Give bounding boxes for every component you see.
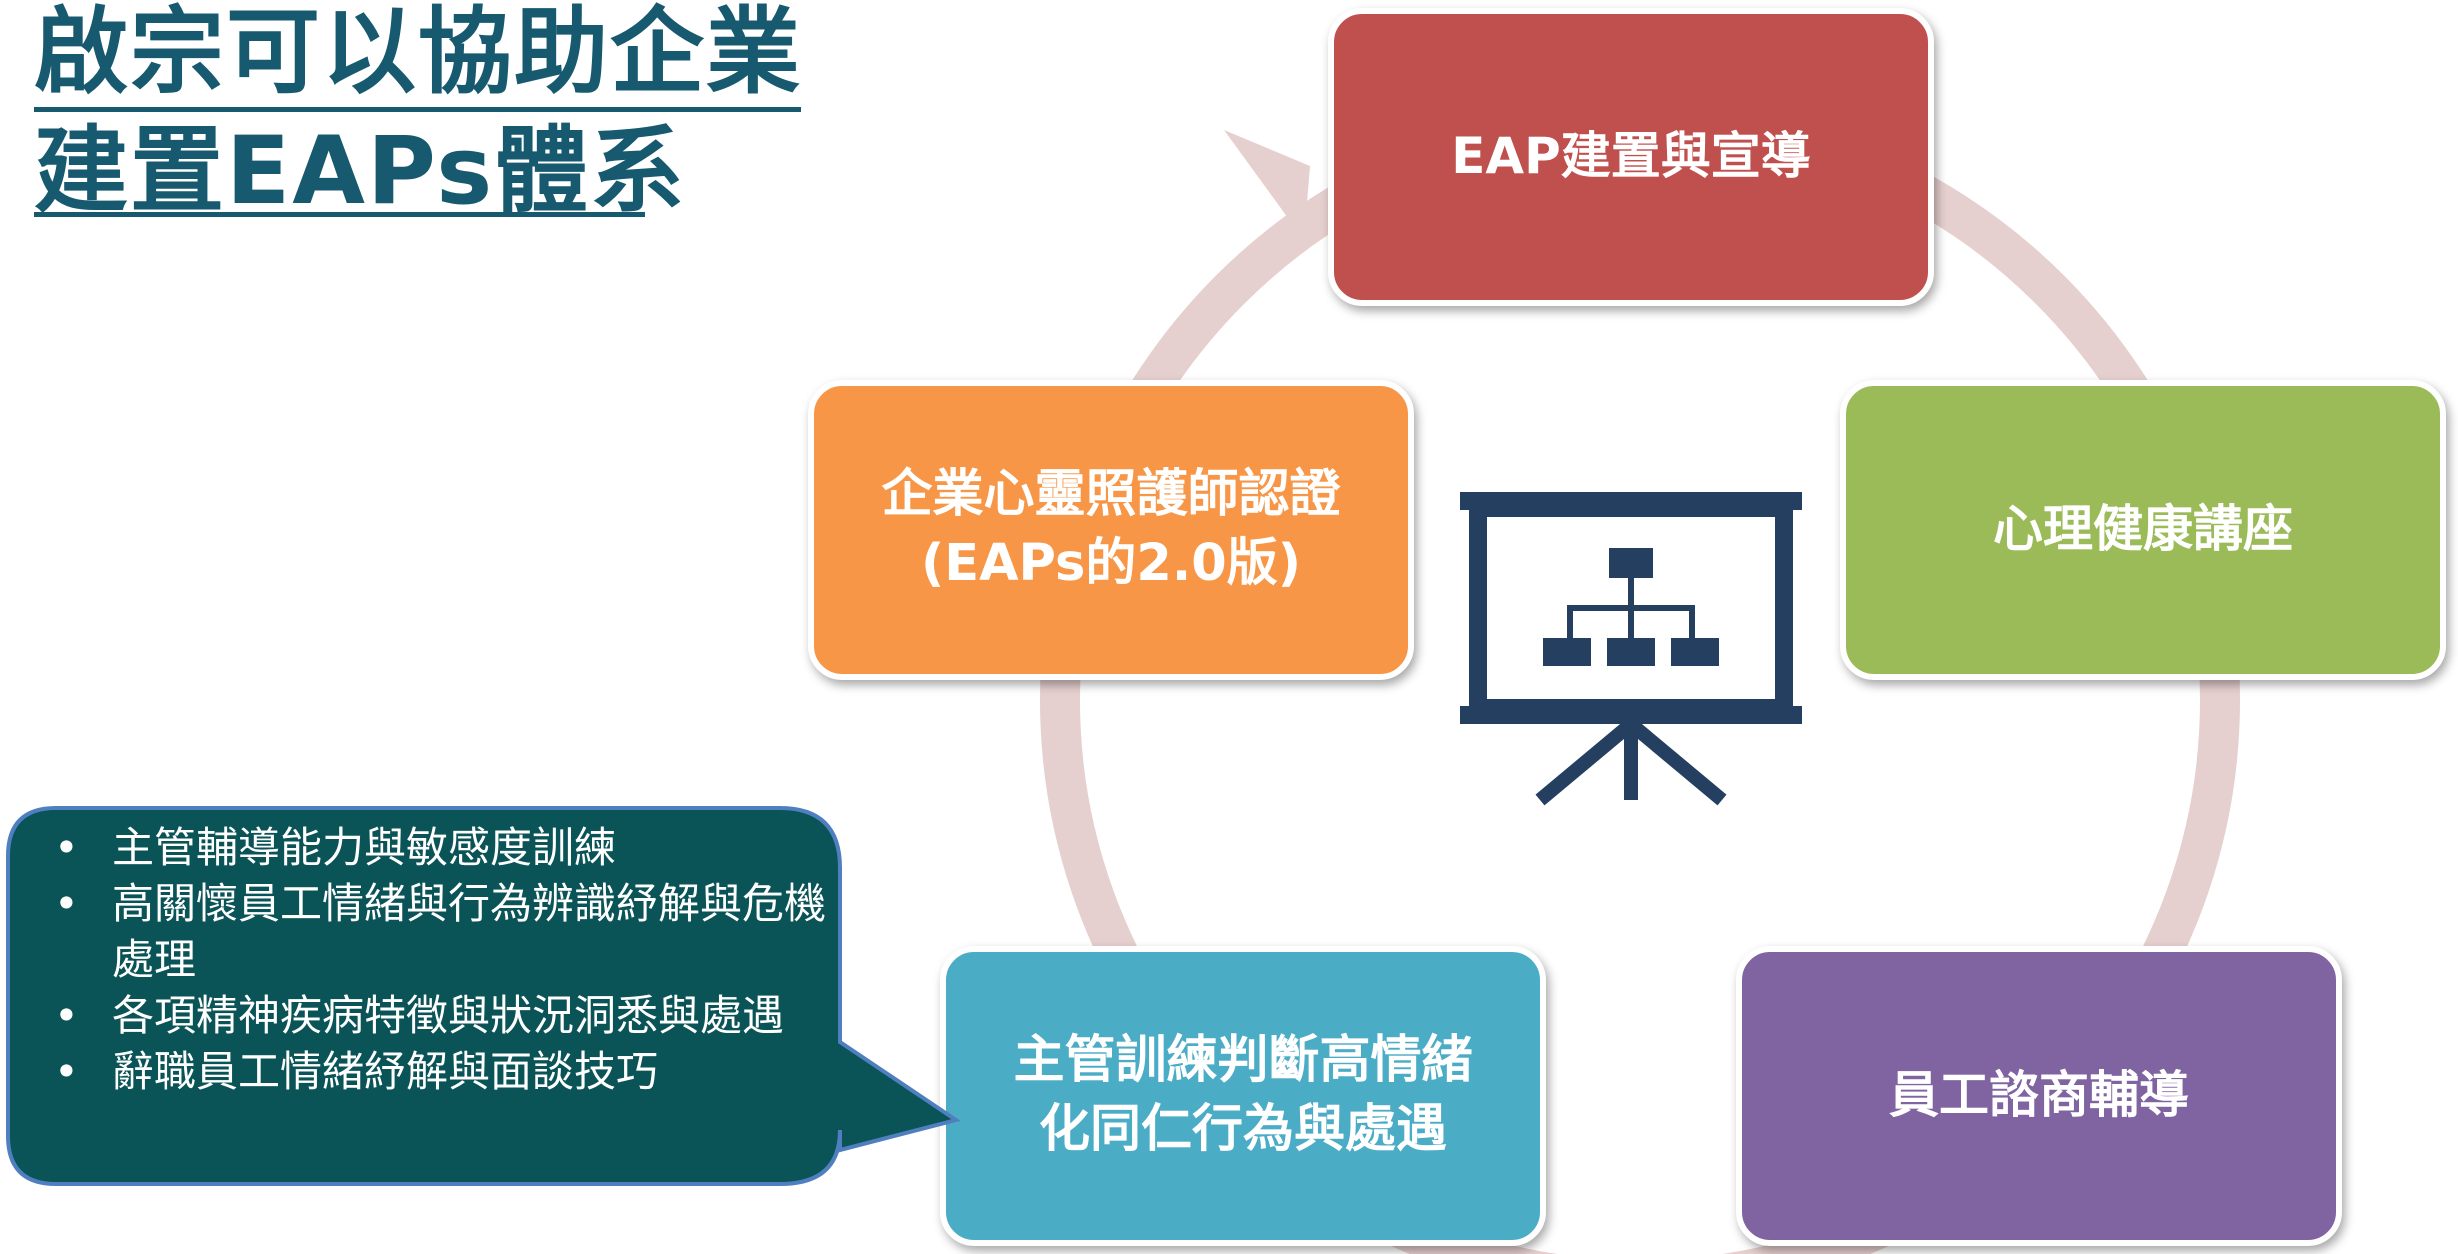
title-underline-2 [34,212,645,217]
node-mental-health-lecture: 心理健康講座 [1840,380,2446,680]
node-eap-setup-label: EAP建置與宣導 [1451,127,1811,186]
node-manager-training: 主管訓練判斷高情緒 化同仁行為與處遇 [940,946,1546,1246]
node-caregiver-certification-label-1: 企業心靈照護師認證 [881,465,1341,525]
node-caregiver-certification-label-2: (EAPs的2.0版) [920,534,1302,593]
callout-list: 主管輔導能力與敏感度訓練 高關懷員工情緒與行為辨識紓解與危機處理 各項精神疾病特… [50,820,830,1100]
node-manager-training-label-1: 主管訓練判斷高情緒 [1013,1031,1473,1091]
node-caregiver-certification: 企業心靈照護師認證 (EAPs的2.0版) [808,380,1414,680]
node-employee-counseling: 員工諮商輔導 [1736,946,2342,1246]
callout-item: 各項精神疾病特徵與狀況洞悉與處遇 [50,988,830,1044]
title-underline-1 [34,107,801,112]
node-employee-counseling-label: 員工諮商輔導 [1889,1066,2189,1125]
callout-item: 高關懷員工情緒與行為辨識紓解與危機處理 [50,876,830,988]
presentation-org-chart-icon [1460,492,1802,806]
callout-item: 辭職員工情緒紓解與面談技巧 [50,1044,830,1100]
node-manager-training-label-2: 化同仁行為與處遇 [1038,1100,1447,1159]
title-line-1: 啟宗可以協助企業 [34,0,803,107]
cycle-arrowhead [1224,130,1310,240]
callout-item: 主管輔導能力與敏感度訓練 [50,820,830,876]
node-eap-setup: EAP建置與宣導 [1328,8,1934,306]
title-line-2: 建置EAPs體系 [34,117,687,226]
node-mental-health-lecture-label: 心理健康講座 [1993,500,2293,559]
